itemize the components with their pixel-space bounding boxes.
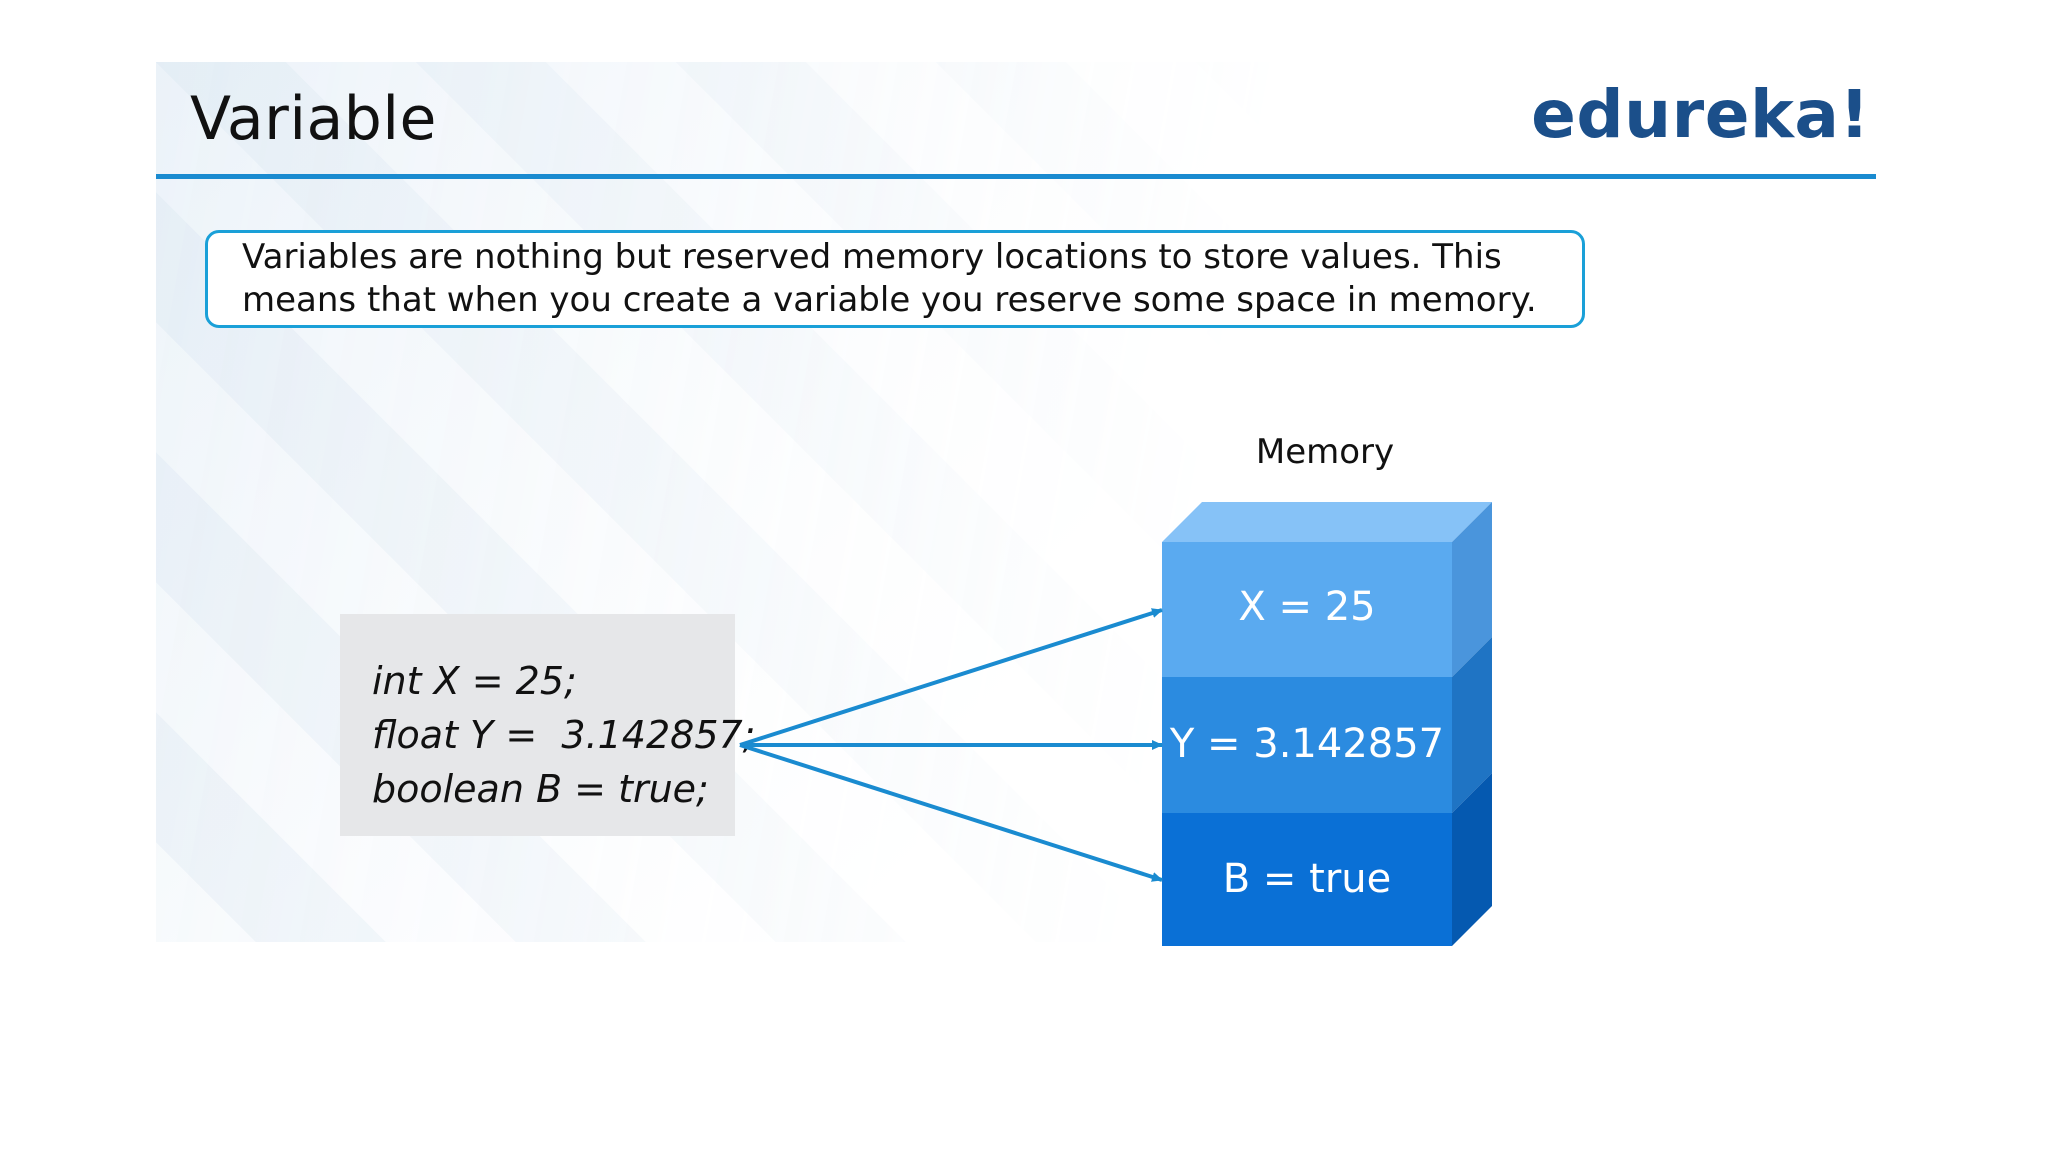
memory-cell-b (1162, 813, 1452, 946)
code-box: int X = 25; float Y = 3.142857; boolean … (340, 614, 756, 836)
definition-box: Variables are nothing but reserved memor… (205, 230, 1585, 328)
memory-cell-y-side (1452, 637, 1492, 813)
memory-stack-top (1162, 502, 1492, 542)
arrow-to-x (739, 608, 1163, 747)
code-line-boolean: boolean B = true; (372, 767, 709, 811)
arrow-to-b (739, 743, 1163, 882)
memory-cell-x-label: X = 25 (1238, 584, 1376, 630)
title-underline (156, 174, 1876, 179)
memory-cell-x-side (1452, 502, 1492, 677)
memory-cell-y (1162, 677, 1452, 813)
memory-cell-y-label: Y = 3.142857 (1169, 721, 1445, 767)
memory-cell-b-side (1452, 773, 1492, 946)
edureka-logo: edureka! (1531, 76, 1870, 153)
memory-cell-x (1162, 542, 1452, 677)
memory-label: Memory (1255, 432, 1395, 472)
code-line-float: float Y = 3.142857; (372, 713, 756, 757)
slide-title: Variable (190, 84, 437, 154)
memory-cell-b-label: B = true (1222, 856, 1392, 902)
code-line-int: int X = 25; (372, 659, 577, 703)
definition-text: Variables are nothing but reserved memor… (242, 237, 1537, 320)
